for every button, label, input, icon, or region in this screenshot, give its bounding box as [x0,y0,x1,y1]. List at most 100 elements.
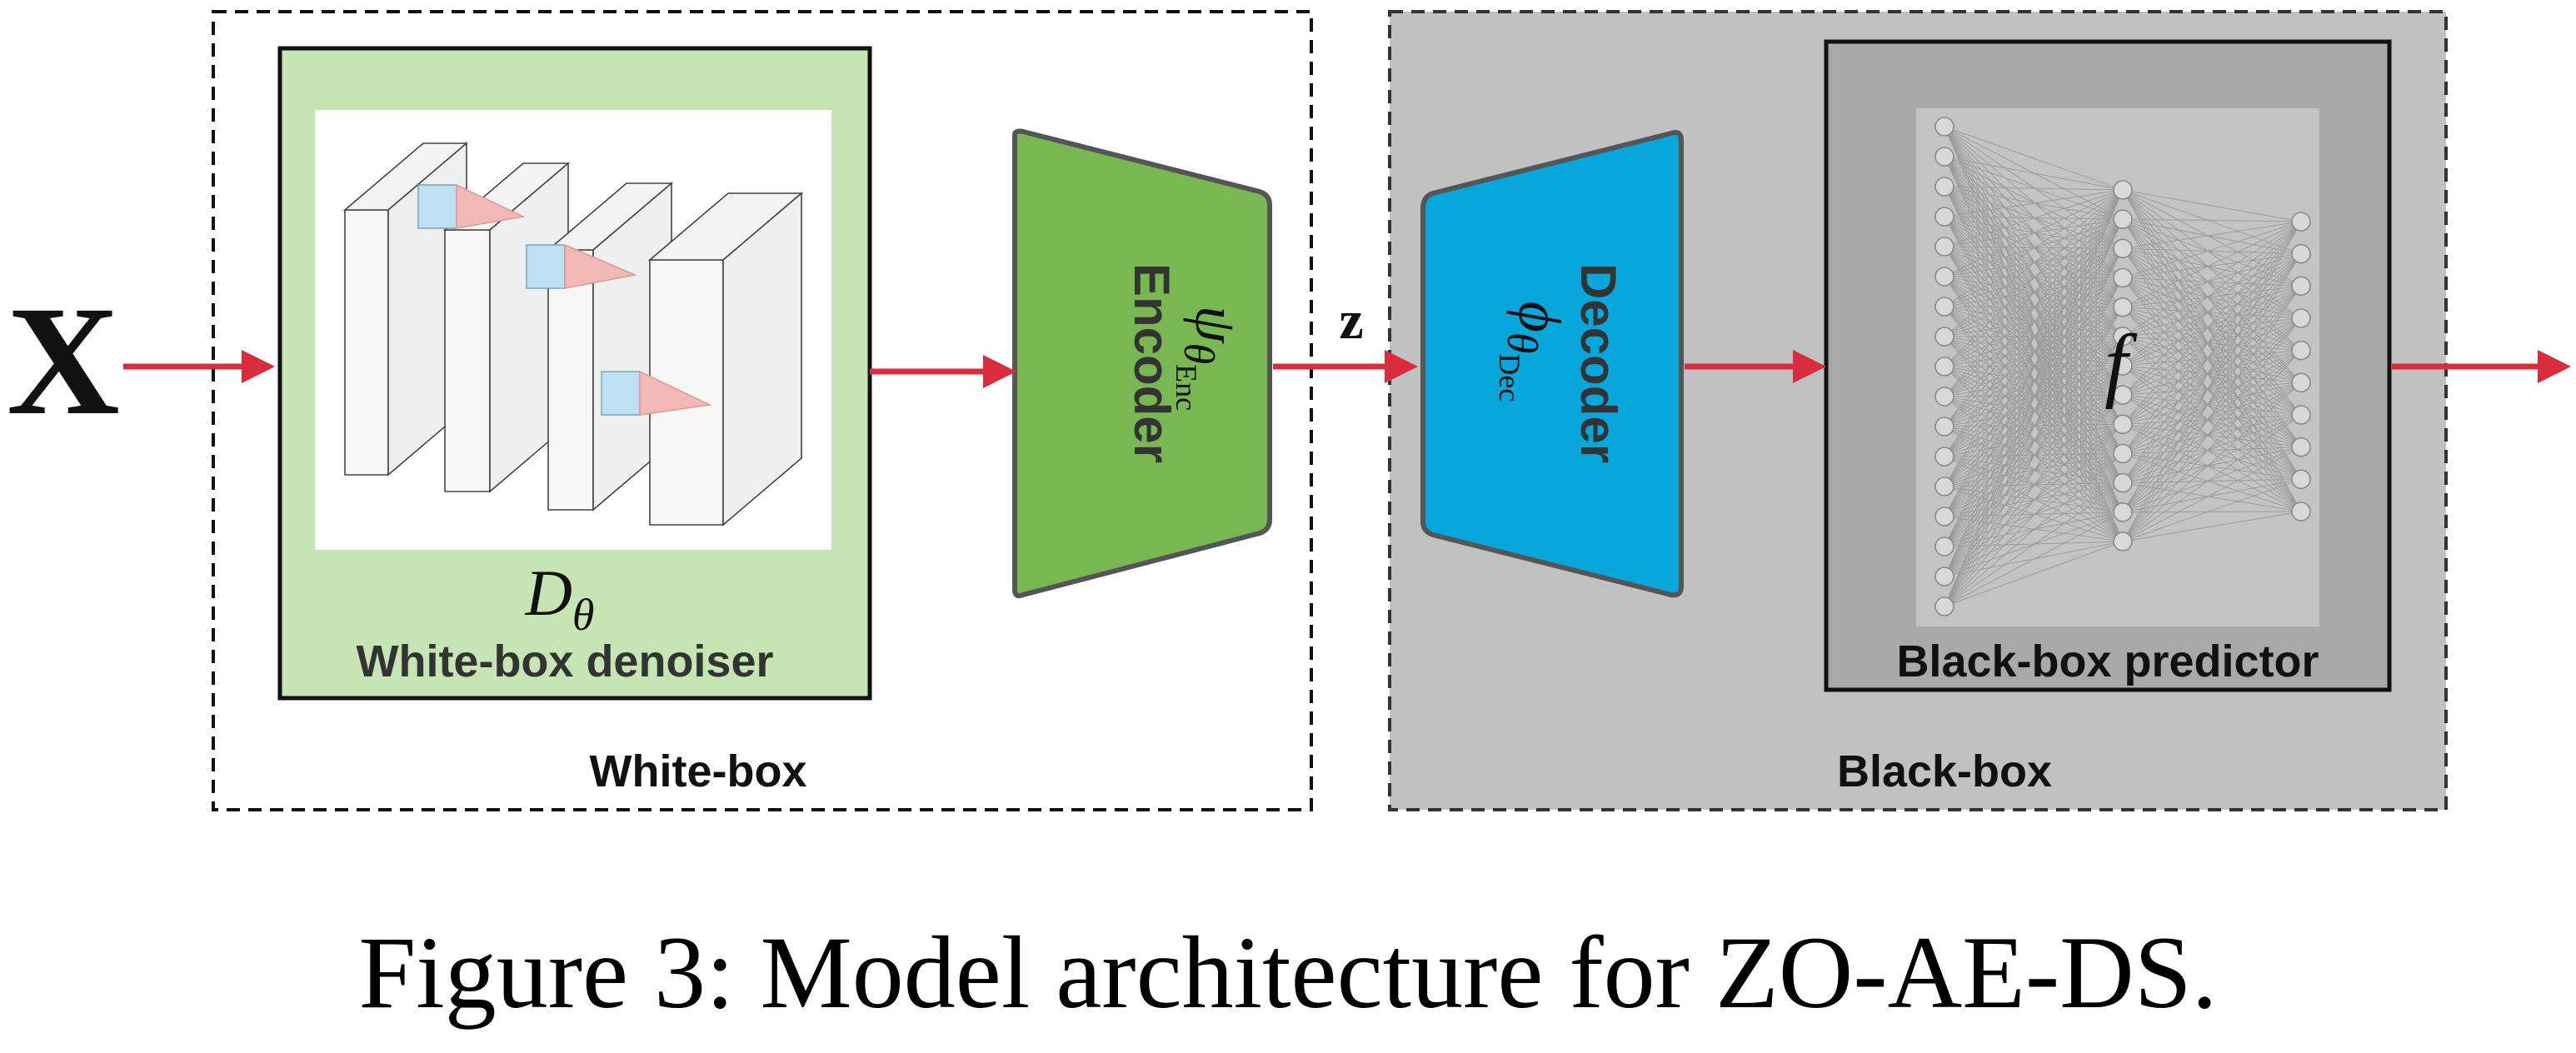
nn-connection [1944,189,2124,277]
nn-node [1934,147,1954,167]
nn-node [1934,417,1954,437]
denoiser-symbol-sub: θ [572,590,595,640]
neural-network-connections [1944,126,2302,607]
arrowhead-encoder [983,355,1016,388]
nn-connection [2122,336,2302,416]
nn-node [1934,207,1954,227]
nn-connection [2122,221,2302,396]
nn-connection [2122,317,2302,367]
flow-arrows [123,350,2571,388]
nn-connection [1944,189,2124,577]
nn-connection [2122,336,2302,383]
nn-connection [2122,414,2302,542]
nn-connection [2122,189,2302,222]
nn-connection [2122,317,2302,396]
nn-connection [2122,307,2302,352]
nn-node [2113,414,2133,435]
nn-connection [1944,189,2124,517]
nn-connection [1944,126,2124,191]
nn-connection [2122,221,2302,542]
nn-connection [2122,218,2302,255]
nn-node [2291,469,2311,490]
nn-node [1934,297,1954,317]
nn-node [2291,340,2311,361]
nn-connection [2122,365,2302,416]
nn-connection [2122,221,2302,454]
nn-connection [2122,221,2302,278]
nn-node [1934,117,1954,137]
nn-node [2291,212,2311,232]
decoder-name: Decoder [1570,263,1626,463]
nn-node [2291,405,2311,425]
encoder-symbol-subsub: Enc [1170,364,1203,411]
nn-connection [2122,253,2302,396]
nn-node [2113,443,2133,464]
nn-node [2113,356,2133,376]
nn-connection [2122,447,2302,454]
nn-connection [2122,253,2302,542]
decoder-symbol: ϕθDec [1493,302,1573,402]
nn-connection [1944,277,2124,607]
decoder-symbol-base: ϕ [1506,302,1573,332]
cnn-kernels [417,183,712,416]
nn-connection [2122,285,2302,396]
nn-connection [2122,350,2302,513]
nn-connection [2122,382,2302,454]
nn-connection [2122,307,2302,480]
encoder-shape [1012,128,1272,599]
nn-connection [1944,307,2124,607]
nn-connection [2122,253,2302,308]
nn-connection [1944,336,2124,607]
nn-node [2291,308,2311,328]
denoiser-label: White-box denoiser [356,636,773,686]
nn-connection [2122,350,2302,484]
denoiser-symbol-base: D [525,556,572,629]
nn-connection [1944,189,2124,457]
nn-connection [2122,248,2302,512]
nn-connection [2122,248,2302,480]
encoder-name: Encoder [1124,263,1180,463]
nn-connection [2122,478,2302,484]
nn-connection [2122,317,2302,542]
nn-connection [2122,253,2302,278]
nn-connection [2122,277,2302,383]
nn-connection [2122,317,2302,484]
nn-connection [2122,253,2302,337]
nn-connection [2122,382,2302,396]
nn-connection [1944,365,2124,607]
latent-label: z [1339,290,1363,351]
nn-connection [2122,277,2302,352]
nn-connection [2122,307,2302,319]
nn-connection [2122,307,2302,416]
nn-node [1934,327,1954,347]
nn-connection [2122,277,2302,287]
neural-network-nodes [1934,117,2311,616]
nn-connection [2122,350,2302,542]
nn-node [2113,297,2133,317]
nn-node [1934,566,1954,586]
nn-node [2291,243,2311,264]
nn-connection [2122,285,2302,425]
nn-connection [1944,189,2124,487]
nn-connection [2122,447,2302,484]
nn-node [1934,536,1954,556]
nn-connection [2122,478,2302,542]
nn-node [2113,209,2133,229]
nn-connection [2122,277,2302,480]
nn-node [2113,531,2133,551]
figure-caption: Figure 3: Model architecture for ZO-AE-D… [358,916,2218,1030]
nn-connection [2122,414,2302,484]
black-box-group-label: Black-box [1837,746,2052,796]
nn-connection [2122,317,2302,454]
nn-connection [2122,453,2302,480]
nn-connection [1944,189,2124,247]
nn-connection [2122,336,2302,480]
nn-connection [2122,189,2302,255]
input-label: X [7,273,120,447]
nn-connection [2122,221,2302,249]
nn-node [2291,276,2311,297]
nn-connection [2122,317,2302,513]
predictor-label: Black-box predictor [1896,636,2319,686]
nn-connection [2122,247,2302,255]
nn-connection [1944,453,2124,607]
